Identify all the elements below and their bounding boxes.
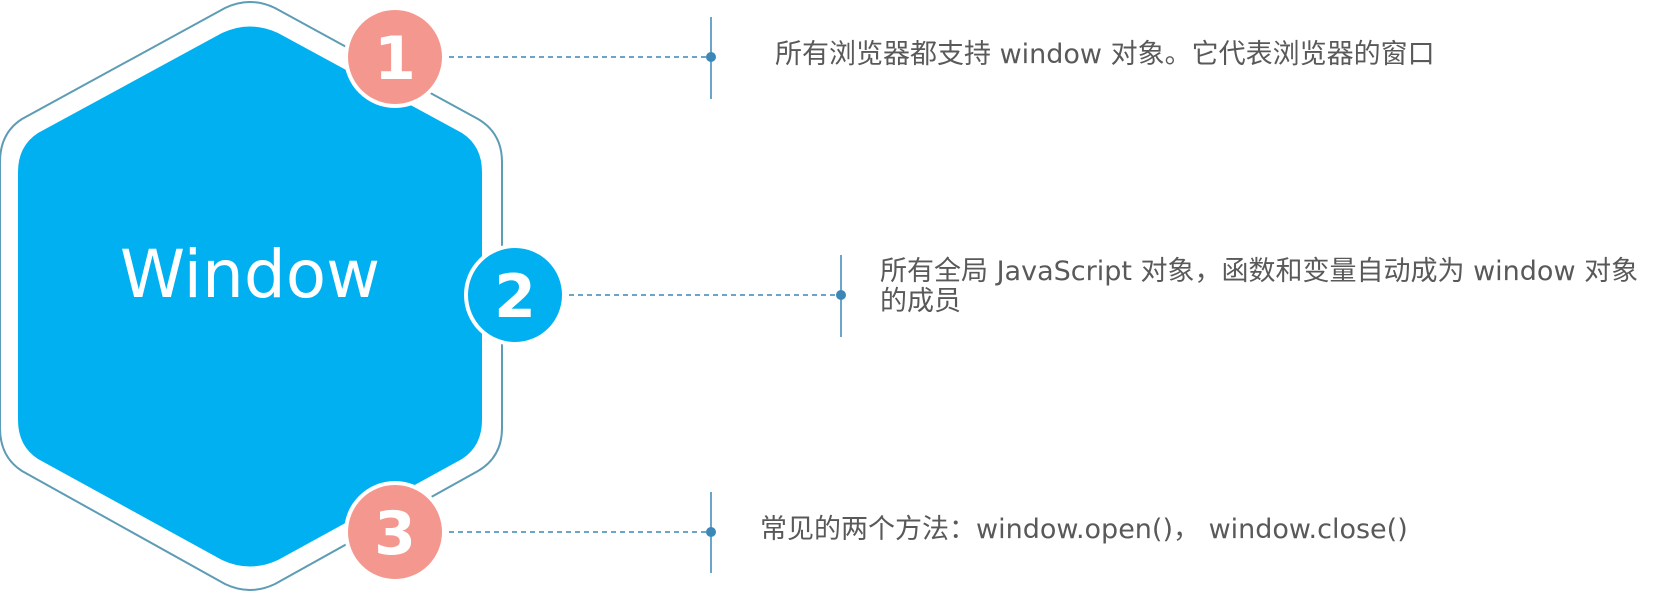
connector-1 [440,17,716,99]
connector-3 [440,492,716,573]
note-2: 所有全局 JavaScript 对象，函数和变量自动成为 window 对象的成… [880,256,1639,317]
badge-3-number: 3 [374,499,416,569]
badge-1-number: 1 [374,24,416,94]
center-title: Window [120,236,380,313]
hexagon-outline [0,1,503,591]
connector-2 [560,255,846,337]
badge-3: 3 [344,481,446,583]
hexagon-fill [18,26,482,567]
note-1: 所有浏览器都支持 window 对象。它代表浏览器的窗口 [775,39,1435,70]
badge-2-number: 2 [494,262,536,332]
badge-2: 2 [464,244,566,346]
note-3: 常见的两个方法：window.open()， window.close() [760,514,1408,545]
badge-1: 1 [344,6,446,108]
